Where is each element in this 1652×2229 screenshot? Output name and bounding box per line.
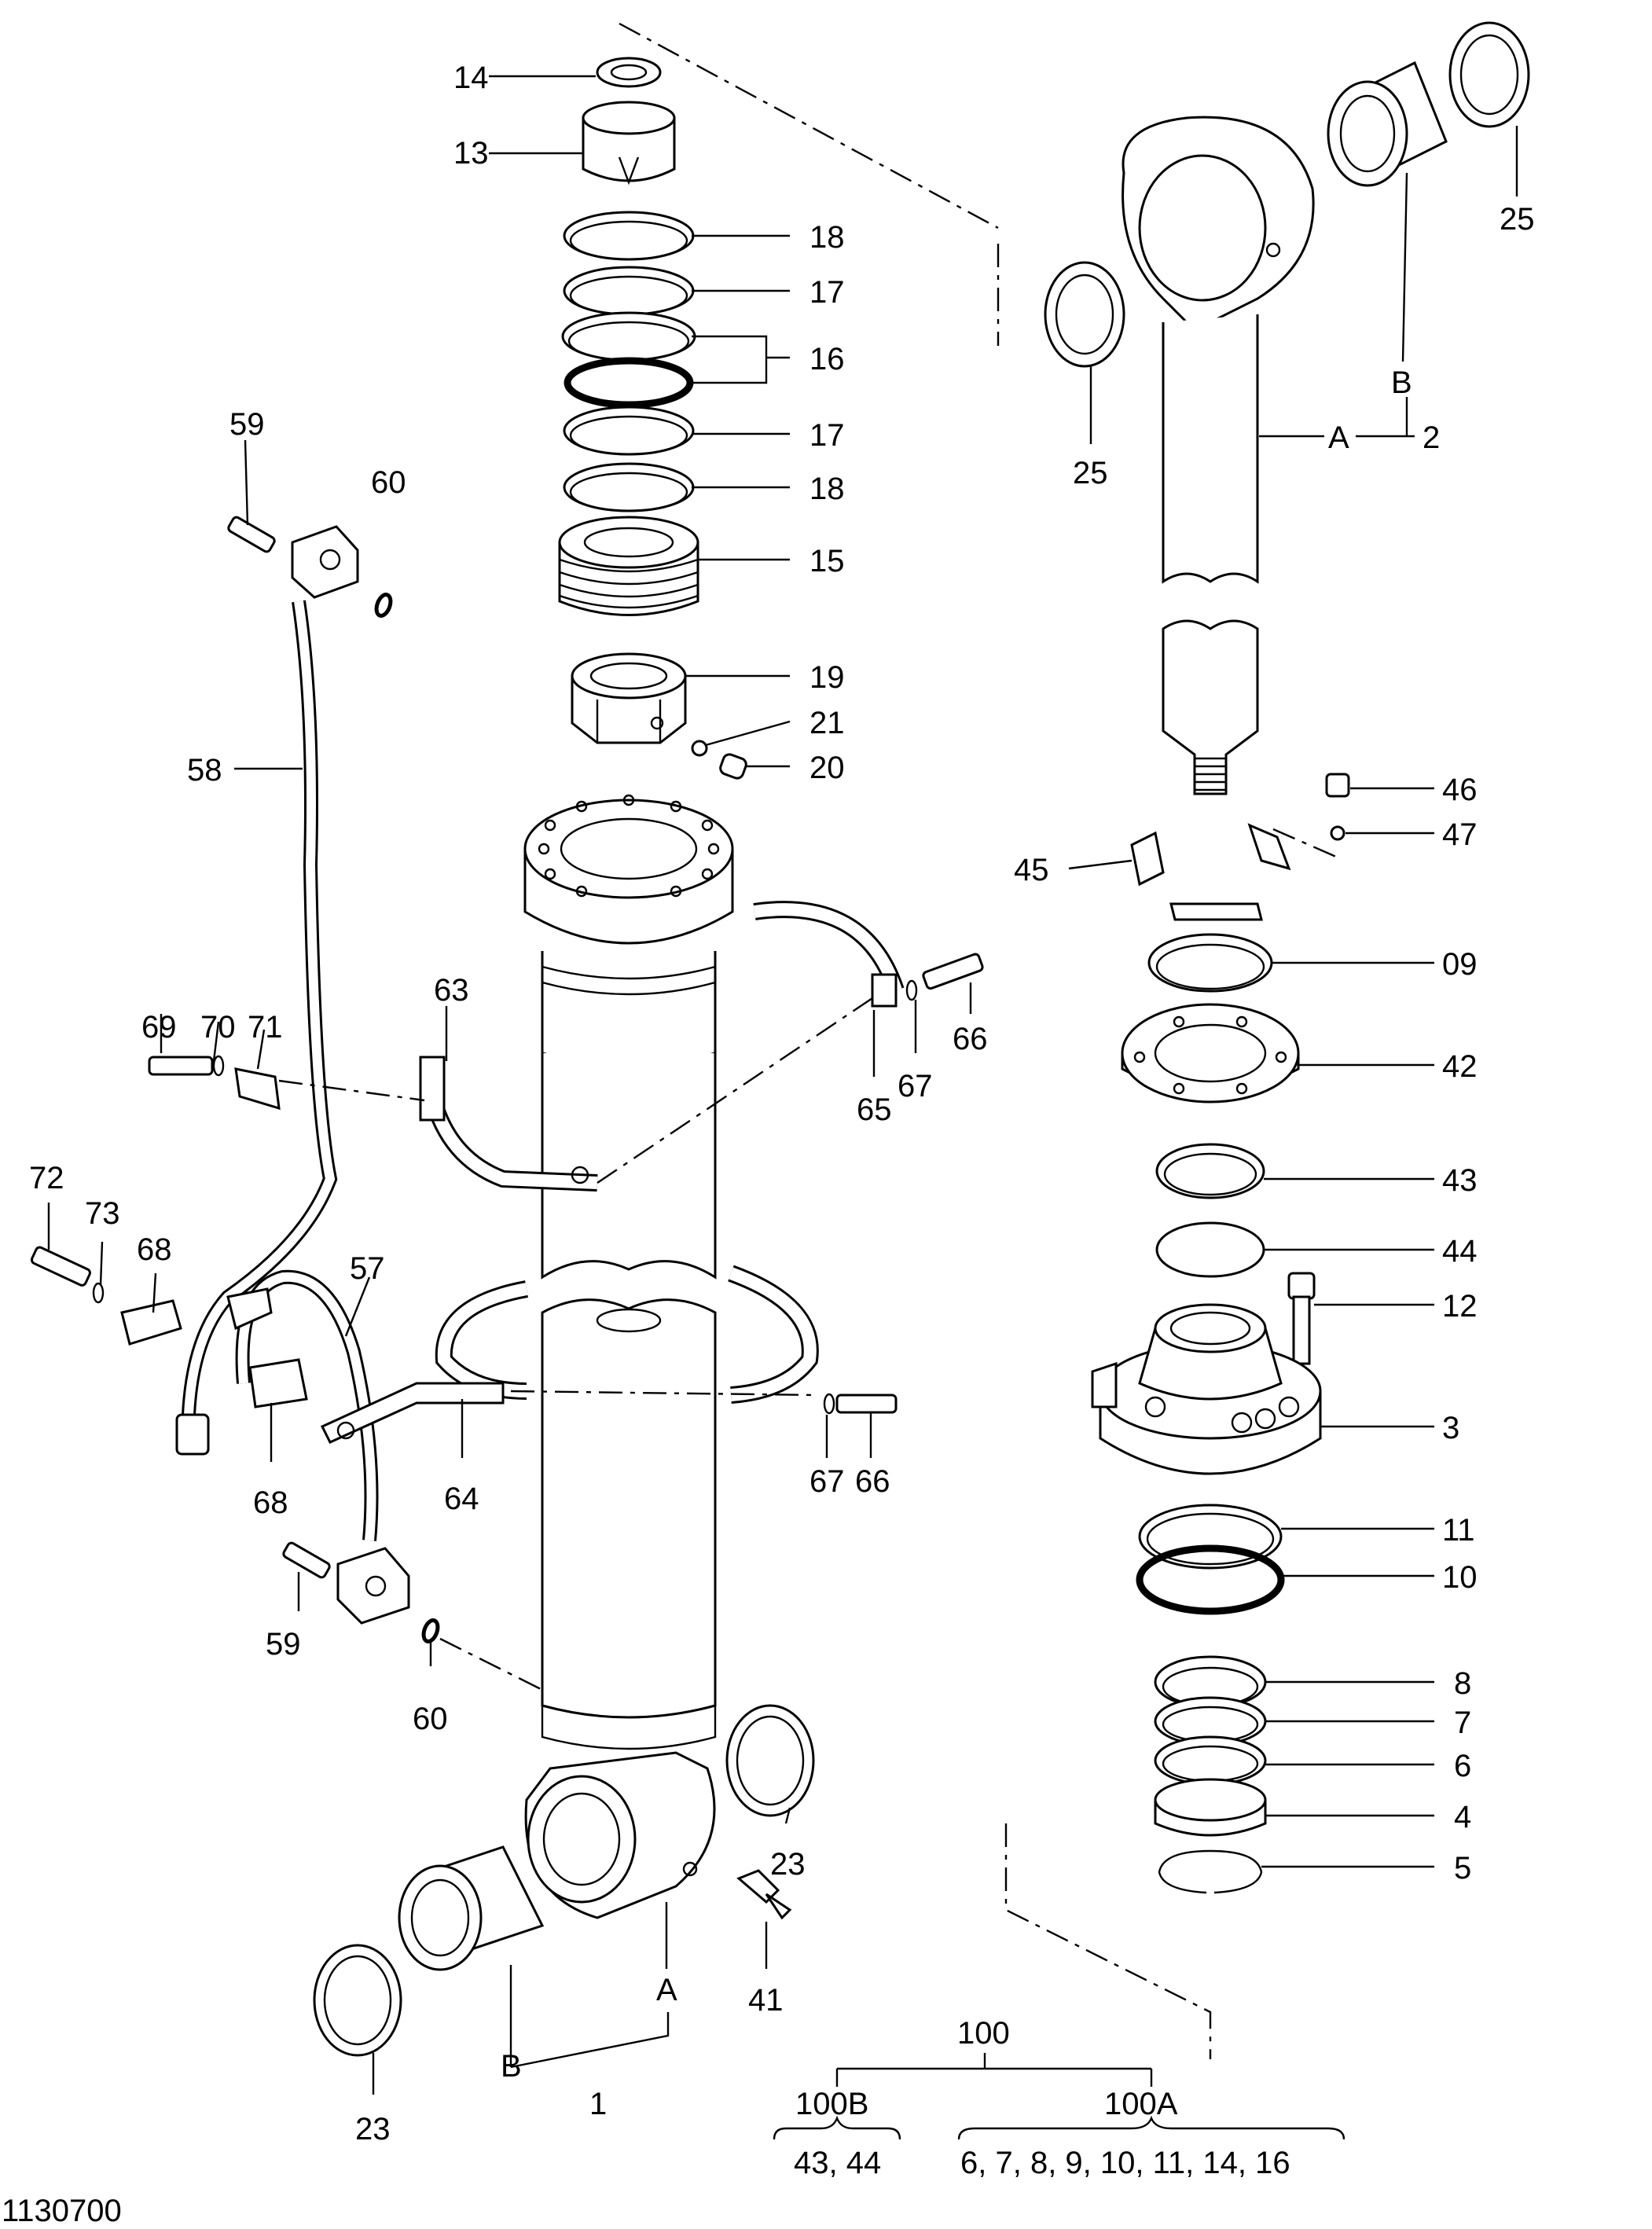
- callout-15: 15: [809, 544, 845, 578]
- centerlines: [278, 22, 1337, 2059]
- callout-70: 70: [200, 1010, 236, 1045]
- bearing-ring-23: [313, 1704, 815, 2057]
- callout-19: 19: [809, 660, 845, 695]
- callout-42: 42: [1442, 1049, 1478, 1084]
- hose-lines: [175, 516, 440, 1643]
- callout-60: 60: [371, 465, 406, 500]
- callout-a: A: [1328, 420, 1349, 455]
- drawing-number: 1130700: [2, 2194, 122, 2228]
- kit-branch-a-label: 100A: [1104, 2087, 1178, 2121]
- callout-20: 20: [809, 751, 845, 785]
- callout-b: B: [501, 2049, 522, 2084]
- clips-68-71: [120, 1067, 308, 1408]
- callout-73: 73: [85, 1196, 120, 1231]
- callout-16: 16: [809, 342, 845, 376]
- callout-71: 71: [248, 1010, 283, 1045]
- callout-6: 6: [1454, 1749, 1471, 1783]
- callout-47: 47: [1442, 817, 1478, 852]
- callout-1: 1: [589, 2087, 607, 2121]
- callout-41: 41: [748, 1983, 784, 2018]
- callout-58: 58: [187, 753, 222, 788]
- piston-rod: [1122, 116, 1315, 795]
- callout-59: 59: [266, 1627, 301, 1662]
- callout-21: 21: [809, 706, 845, 740]
- callout-b: B: [1391, 365, 1412, 400]
- kit-items-b: 43, 44: [794, 2146, 881, 2180]
- rod-rings-25-b: [1044, 21, 1530, 368]
- callout-59: 59: [229, 407, 265, 442]
- clamp-63: [419, 1056, 598, 1192]
- callout-11: 11: [1442, 1513, 1475, 1548]
- kit-root-label: 100: [957, 2016, 1010, 2051]
- kit-items-a: 6, 7, 8, 9, 10, 11, 14, 16: [960, 2146, 1290, 2180]
- clamp-65: [753, 901, 905, 1008]
- callout-5: 5: [1454, 1851, 1471, 1886]
- callout-09: 09: [1442, 947, 1478, 982]
- callout-68: 68: [137, 1232, 172, 1267]
- callout-44: 44: [1442, 1234, 1478, 1269]
- callout-66: 66: [855, 1464, 890, 1499]
- callout-14: 14: [453, 61, 489, 95]
- callout-17: 17: [809, 418, 845, 453]
- callout-72: 72: [29, 1161, 64, 1195]
- callout-66: 66: [953, 1022, 988, 1056]
- callout-4: 4: [1454, 1800, 1471, 1834]
- callout-43: 43: [1442, 1163, 1478, 1198]
- callout-64: 64: [444, 1482, 479, 1516]
- callout-8: 8: [1454, 1666, 1471, 1701]
- callouts: 14 13 18 17 16 17 18 15 19 21 20 59 60 5…: [29, 61, 1535, 2146]
- callout-67: 67: [809, 1464, 845, 1499]
- callout-45: 45: [1014, 853, 1049, 887]
- kit-table: 100 100B 100A 43, 44 6, 7, 8, 9, 10, 11,…: [773, 2016, 1345, 2180]
- callout-a: A: [656, 1973, 677, 2007]
- callout-46: 46: [1442, 773, 1478, 807]
- callout-17: 17: [809, 275, 845, 310]
- head-parts: [1091, 773, 1350, 1894]
- callout-68: 68: [253, 1485, 288, 1520]
- grease-nipple-41: [736, 1869, 792, 1920]
- callout-57: 57: [350, 1251, 385, 1286]
- kit-branch-b-label: 100B: [795, 2087, 868, 2121]
- callout-63: 63: [434, 973, 469, 1008]
- callout-23: 23: [770, 1847, 806, 1882]
- callout-60: 60: [413, 1702, 448, 1736]
- small-bolts: [30, 953, 984, 1415]
- callout-7: 7: [1454, 1706, 1471, 1740]
- callout-69: 69: [141, 1010, 177, 1045]
- callout-25: 25: [1073, 456, 1108, 490]
- callout-10: 10: [1442, 1560, 1478, 1595]
- leader-lines: [47, 75, 1518, 2095]
- callout-3: 3: [1442, 1411, 1459, 1445]
- callout-13: 13: [453, 136, 489, 171]
- seal-stack: [558, 57, 747, 780]
- callout-67: 67: [898, 1069, 933, 1103]
- callout-18: 18: [809, 220, 845, 255]
- callout-18: 18: [809, 472, 845, 506]
- callout-2: 2: [1423, 420, 1440, 455]
- callout-12: 12: [1442, 1289, 1478, 1324]
- callout-65: 65: [857, 1092, 892, 1127]
- clamp-64: [320, 1265, 819, 1444]
- cylinder-tube: [523, 794, 734, 1919]
- callout-23: 23: [355, 2112, 391, 2146]
- callout-25: 25: [1500, 202, 1535, 237]
- bushing-b-lower: [398, 1845, 545, 1971]
